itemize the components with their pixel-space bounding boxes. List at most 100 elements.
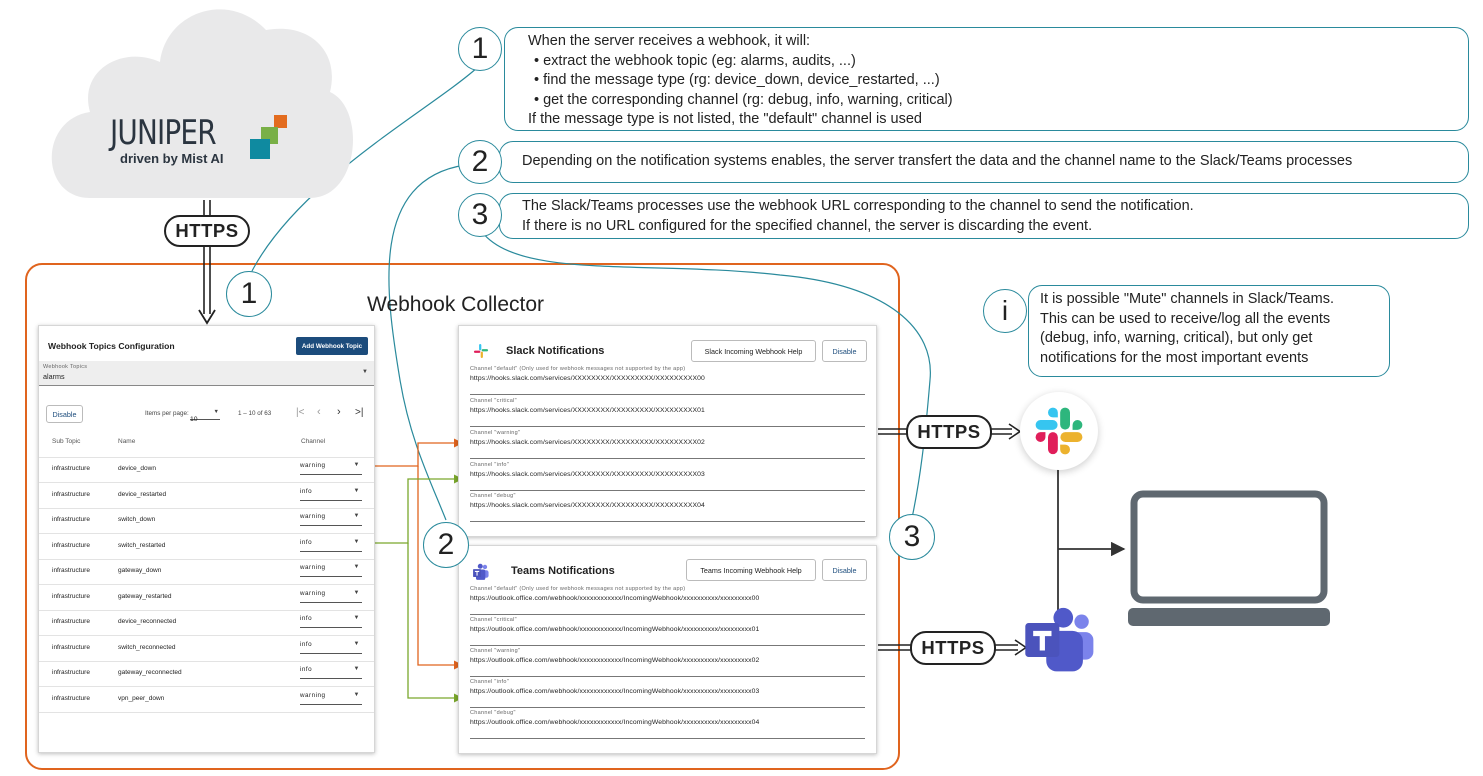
teams-channel-warning-field[interactable]: Channel "warning" https://outlook.office.… (470, 648, 865, 677)
name-cell: device_down (118, 465, 156, 472)
step-2-marker: 2 (458, 140, 502, 184)
step-3-marker-collector: 3 (889, 514, 935, 560)
previous-page-icon[interactable]: ‹ (317, 406, 321, 418)
items-per-page-value: 10 (190, 416, 198, 423)
notification-to-laptop-lines (1057, 468, 1126, 620)
slack-channel-critical-field[interactable]: Channel "critical" https://hooks.slack.co… (470, 398, 865, 427)
field-label: Channel "warning" (470, 430, 521, 436)
teams-channel-default-field[interactable]: Channel "default" (Only used for webhook… (470, 586, 865, 615)
channel-value: info (300, 666, 313, 673)
info-routing-arrows (366, 474, 463, 703)
step-3-marker: 3 (458, 193, 502, 237)
https-label-slack: HTTPS (906, 415, 992, 449)
laptop-icon (1128, 490, 1330, 630)
step-1-line: If the message type is not listed, the "… (528, 111, 922, 127)
field-label: Channel "default" (Only used for webhook… (470, 586, 686, 592)
sub-topic-cell: infrastructure (52, 567, 90, 574)
chevron-down-icon: ▼ (353, 462, 360, 468)
channel-value: warning (300, 513, 326, 520)
next-page-icon[interactable]: › (337, 406, 341, 418)
field-value: https://outlook.office.com/webhook/xxxxx… (470, 657, 760, 664)
channel-value: info (300, 640, 313, 648)
name-cell: gateway_reconnected (118, 669, 182, 676)
slack-channel-warning-field[interactable]: Channel "warning"https://hooks.slack.com… (470, 430, 865, 459)
info-callout: It is possible "Mute" channels in Slack/… (1028, 285, 1390, 377)
chevron-down-icon: ▼ (353, 487, 360, 494)
webhook-topic-select[interactable]: Webhook Topics alarms ▼ (39, 361, 374, 386)
channel-select[interactable]: info ▼ (300, 488, 362, 501)
connector-step-2 (388, 164, 466, 521)
step-1-line: • find the message type (rg: device_down… (534, 72, 940, 88)
step-3-line: If there is no URL configured for the sp… (522, 217, 1093, 234)
juniper-brand-text: JUNIPER (110, 113, 217, 153)
info-line: (debug, info, warning, critical), but on… (1040, 330, 1313, 346)
column-header-sub-topic: Sub Topic (52, 438, 81, 445)
field-value: https://outlook.office.com/webhook/xxxxx… (470, 688, 760, 695)
slack-channel-default-field[interactable]: Channel "default" (Only used for webhook… (470, 366, 865, 395)
channel-select[interactable]: warning▼ (300, 564, 362, 577)
step-2-callout: Depending on the notification systems en… (499, 141, 1469, 183)
teams-channel-debug-field[interactable]: Channel "debug"https://outlook.office.co… (470, 710, 865, 739)
items-per-page-select[interactable]: 10 ▼ (190, 408, 220, 423)
channel-select[interactable]: warning ▼ (300, 462, 362, 475)
channel-value: warning (300, 462, 326, 469)
chevron-down-icon: ▼ (353, 640, 360, 647)
first-page-icon[interactable]: |< (296, 407, 305, 418)
chevron-down-icon: ▼ (353, 564, 360, 570)
teams-channel-critical-field[interactable]: Channel "critical" https://outlook.office… (470, 617, 865, 646)
step-1-marker-collector: 1 (226, 271, 272, 317)
field-label: Channel "info" (470, 462, 509, 468)
slack-small-icon (473, 343, 489, 359)
channel-select[interactable]: info▼ (300, 666, 362, 679)
teams-disable-button[interactable]: Disable (822, 559, 867, 581)
channel-select[interactable]: info▼ (300, 615, 362, 628)
sub-topic-cell: infrastructure (52, 643, 90, 651)
field-value: https://outlook.office.com/webhook/xxxxx… (470, 626, 760, 633)
channel-value: info (300, 538, 313, 546)
field-value: https://hooks.slack.com/services/XXXXXXX… (470, 471, 705, 478)
sub-topic-cell: infrastructure (52, 490, 90, 498)
field-label: Channel "critical" (470, 398, 517, 404)
panel-title: Webhook Topics Configuration (48, 341, 175, 351)
topics-disable-button[interactable]: Disable (46, 405, 83, 423)
channel-value: info (300, 487, 313, 495)
name-cell: switch_reconnected (118, 643, 176, 651)
juniper-logo: JUNIPER driven by Mist AI (110, 113, 310, 173)
slack-help-button[interactable]: Slack Incoming Webhook Help (691, 340, 816, 362)
field-label: Channel "debug" (470, 710, 516, 716)
teams-notifications-panel: Teams Notifications Teams Incoming Webho… (458, 545, 877, 754)
slack-channel-info-field[interactable]: Channel "info" https://hooks.slack.com/se… (470, 462, 865, 491)
slack-panel-title: Slack Notifications (506, 345, 605, 357)
sub-topic-cell: infrastructure (52, 541, 90, 549)
channel-select[interactable]: warning▼ (300, 692, 362, 705)
step-2-marker-collector: 2 (423, 522, 469, 568)
teams-help-button[interactable]: Teams Incoming Webhook Help (686, 559, 816, 581)
channel-select[interactable]: warning▼ (300, 513, 362, 526)
last-page-icon[interactable]: >| (355, 407, 364, 418)
chevron-down-icon: ▼ (353, 589, 360, 596)
name-cell: gateway_restarted (118, 592, 172, 600)
field-label: Channel "critical" (470, 617, 517, 623)
chevron-down-icon: ▼ (362, 369, 368, 375)
slack-channel-debug-field[interactable]: Channel "debug"https://hooks.slack.com/s… (470, 493, 865, 522)
channel-select[interactable]: info ▼ (300, 641, 362, 654)
field-label: Channel "warning" (470, 648, 521, 654)
items-per-page-label: Items per page: (145, 410, 189, 417)
channel-value: warning (300, 589, 326, 597)
field-label: Channel "debug" (470, 493, 516, 499)
channel-select[interactable]: info▼ (300, 539, 362, 552)
teams-channel-info-field[interactable]: Channel "info" https://outlook.office.com… (470, 679, 865, 708)
channel-select[interactable]: warning ▼ (300, 590, 362, 603)
field-value: https://hooks.slack.com/services/XXXXXXX… (470, 407, 705, 414)
slack-disable-button[interactable]: Disable (822, 340, 867, 362)
sub-topic-cell: infrastructure (52, 465, 90, 472)
add-webhook-topic-button[interactable]: Add Webhook Topic (296, 337, 368, 355)
field-label: Channel "info" (470, 679, 509, 685)
slack-notifications-panel: Slack Notifications Slack Incoming Webho… (458, 325, 877, 537)
field-label: Channel "default" (Only used for webhook… (470, 366, 686, 372)
sub-topic-cell: infrastructure (52, 618, 90, 625)
name-cell: device_restarted (118, 490, 167, 498)
